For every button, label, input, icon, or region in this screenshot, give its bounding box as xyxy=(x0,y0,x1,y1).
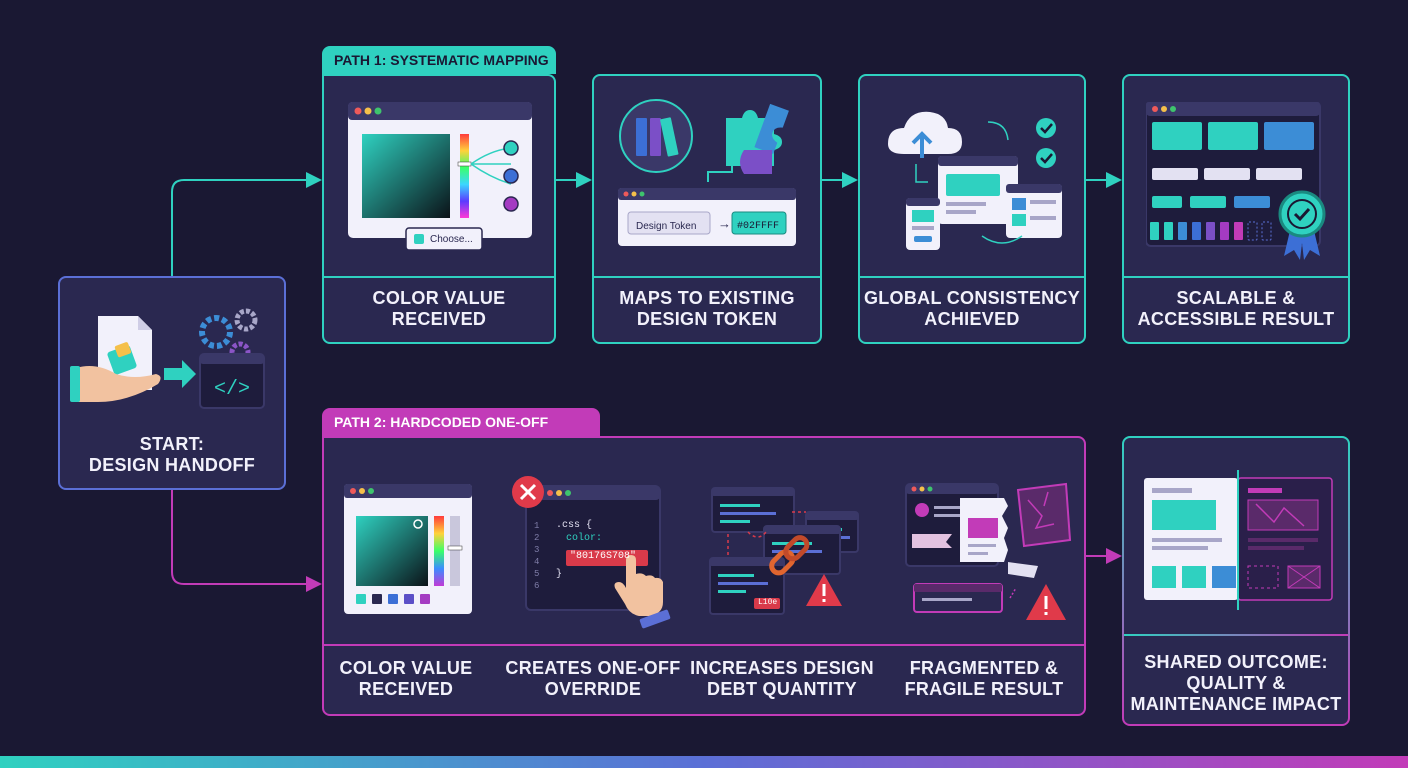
svg-text:</>: </> xyxy=(214,378,250,401)
handoff-illustration: </> xyxy=(70,308,265,409)
p1-step3-line1: GLOBAL CONSISTENCY xyxy=(863,288,1081,308)
code-ln-5: 5 xyxy=(534,569,540,579)
start-card: </> START: DESIGN HANDOFF xyxy=(58,276,286,490)
start-label-1: START: xyxy=(139,434,205,454)
path1-title: PATH 1: SYSTEMATIC MAPPING xyxy=(334,52,549,68)
p2-step3-line1: INCREASES DESIGN xyxy=(690,658,874,678)
p2-step2-line1: CREATES ONE-OFF xyxy=(505,658,681,678)
shared-outcome-card: SHARED OUTCOME: QUALITY & MAINTENANCE IM… xyxy=(1122,436,1350,726)
design-token-value: #02FFFF xyxy=(737,221,780,232)
outcome-line3: MAINTENANCE IMPACT xyxy=(1130,694,1342,714)
debt-tag: L10e xyxy=(758,598,778,607)
p2-step1-line1: COLOR VALUE xyxy=(339,658,473,678)
p1-card-design-token: → Design Token #02FFFF MAPS TO EXISTING … xyxy=(592,74,822,344)
p2-design-debt-illustration xyxy=(709,487,859,615)
choose-label: Choose... xyxy=(430,234,473,245)
p2-code-override-illustration xyxy=(512,476,671,629)
shared-outcome-illustration xyxy=(1144,470,1333,610)
connector-start-to-path1 xyxy=(171,172,322,276)
p2-step1-label: COLOR VALUE RECEIVED xyxy=(324,658,488,700)
p1-card-global-consistency: GLOBAL CONSISTENCY ACHIEVED xyxy=(858,74,1086,344)
p1-step3-line2: ACHIEVED xyxy=(924,309,1020,329)
code-ln-1: 1 xyxy=(534,521,540,531)
p1-step4-line1: SCALABLE & xyxy=(1176,288,1296,308)
bottom-gradient-bar xyxy=(0,756,1408,768)
code-ln-6: 6 xyxy=(534,581,540,591)
path2-title: PATH 2: HARDCODED ONE-OFF xyxy=(334,414,549,430)
p2-step3-line2: DEBT QUANTITY xyxy=(707,679,857,699)
p2-step3-label: INCREASES DESIGN DEBT QUANTITY xyxy=(688,658,876,700)
p2-step4-line2: FRAGILE RESULT xyxy=(904,679,1064,699)
start-label-2: DESIGN HANDOFF xyxy=(88,455,256,475)
p2-fragmented-result-illustration xyxy=(905,482,1072,620)
p2-step2-line2: OVERRIDE xyxy=(544,679,642,699)
p2-color-picker-illustration xyxy=(344,484,472,614)
p1-card-color-value: Choose... COLOR VALUE RECEIVED xyxy=(322,74,556,344)
scalable-result-illustration xyxy=(1146,102,1326,260)
p1-card-scalable-result: SCALABLE & ACCESSIBLE RESULT xyxy=(1122,74,1350,344)
code-ln-2: 2 xyxy=(534,533,540,543)
code-ln-4: 4 xyxy=(534,557,540,567)
p1-step1-line2: RECEIVED xyxy=(391,309,487,329)
code-line-css: .css { xyxy=(556,520,593,531)
outcome-line2: QUALITY & xyxy=(1186,673,1286,693)
p1-step1-line1: COLOR VALUE xyxy=(372,288,506,308)
svg-text:→: → xyxy=(718,216,731,231)
outcome-line1: SHARED OUTCOME: xyxy=(1144,652,1328,672)
path1-tab: PATH 1: SYSTEMATIC MAPPING xyxy=(322,46,556,74)
global-consistency-illustration xyxy=(888,111,1062,250)
code-hardcoded-value: "80176S708" xyxy=(570,551,637,562)
p1-step4-line2: ACCESSIBLE RESULT xyxy=(1137,309,1335,329)
p2-step4-line1: FRAGMENTED & xyxy=(909,658,1059,678)
design-token-illustration: → xyxy=(618,99,796,246)
code-ln-3: 3 xyxy=(534,545,540,555)
code-line-close: } xyxy=(556,569,563,580)
design-token-label: Design Token xyxy=(636,221,697,232)
p1-step2-line1: MAPS TO EXISTING xyxy=(619,288,795,308)
p2-step1-line2: RECEIVED xyxy=(358,679,454,699)
p2-step4-label: FRAGMENTED & FRAGILE RESULT xyxy=(886,658,1082,700)
code-line-numbers: 1 2 3 4 5 6 xyxy=(534,520,539,592)
connector-start-to-path2 xyxy=(171,490,322,592)
p2-step2-label: CREATES ONE-OFF OVERRIDE xyxy=(498,658,688,700)
color-picker-illustration xyxy=(348,102,532,251)
path2-tab: PATH 2: HARDCODED ONE-OFF xyxy=(322,408,600,436)
p1-step2-line2: DESIGN TOKEN xyxy=(636,309,778,329)
code-line-color: color: xyxy=(566,533,603,544)
